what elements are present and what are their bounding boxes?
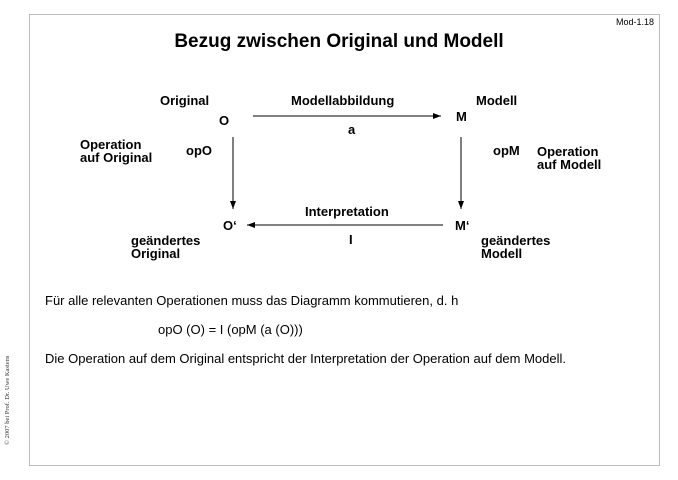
slide-title: Bezug zwischen Original und Modell xyxy=(174,31,504,52)
slide-frame xyxy=(29,14,660,466)
copyright-notice: © 2007 bei Prof. Dr. Uwe Kastens xyxy=(4,355,11,445)
explanation-statement: Die Operation auf dem Original entsprich… xyxy=(45,351,566,366)
node-m-prime: M‘ xyxy=(455,218,470,233)
changed-original-label: geändertes Original xyxy=(131,233,201,261)
mapping-a-label: a xyxy=(348,122,356,137)
operation-on-modell-label: Operation auf Modell xyxy=(537,144,602,172)
commute-formula: opO (O) = I (opM (a (O))) xyxy=(158,322,303,337)
commute-statement: Für alle relevanten Operationen muss das… xyxy=(45,293,459,308)
interpretation-label: Interpretation xyxy=(305,204,389,219)
node-o: O xyxy=(219,113,230,128)
operation-on-original-label: Operation auf Original xyxy=(80,137,153,165)
node-o-prime: O‘ xyxy=(223,218,237,233)
modell-label: Modell xyxy=(476,93,518,108)
opm-label: opM xyxy=(493,143,520,158)
node-m: M xyxy=(456,109,467,124)
changed-modell-label: geändertes Modell xyxy=(481,233,551,261)
interpretation-i-label: I xyxy=(349,232,353,247)
modellabbildung-label: Modellabbildung xyxy=(291,93,395,108)
original-label: Original xyxy=(160,93,210,108)
slide-id: Mod-1.18 xyxy=(615,17,654,27)
opo-label: opO xyxy=(186,143,212,158)
